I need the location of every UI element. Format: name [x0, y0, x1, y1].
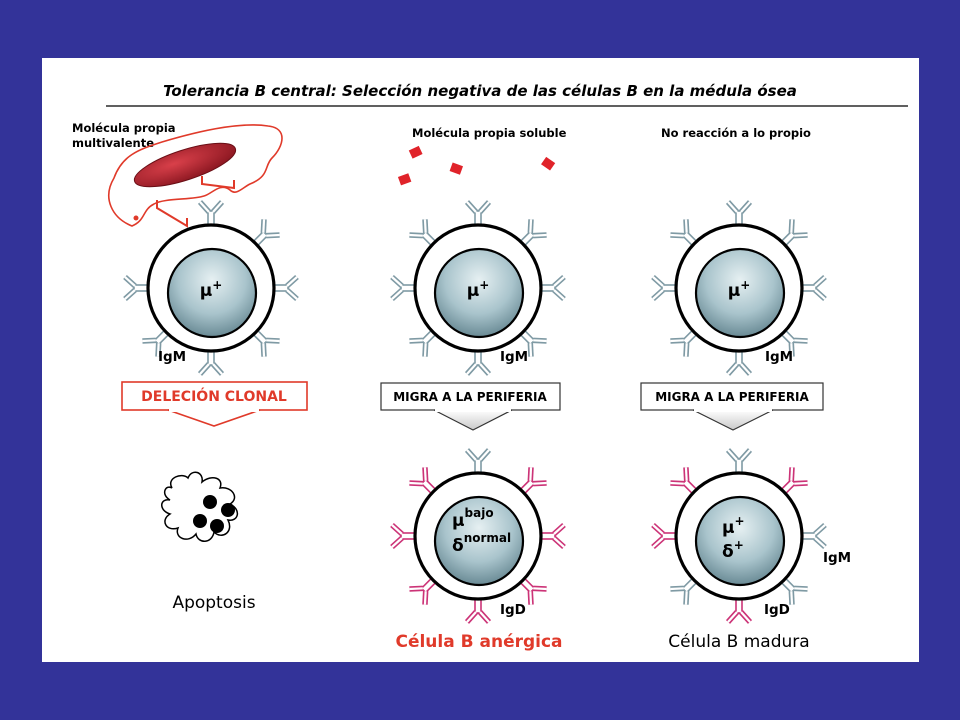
igm-antibody: [670, 327, 700, 357]
panel2-nucleus-label: μ+: [467, 278, 490, 301]
apoptotic-cell: [161, 471, 239, 542]
panel3-result-nucleus-delta: δ+: [722, 538, 744, 562]
igm-antibody: [390, 274, 418, 302]
anergic-b-cell: [390, 448, 566, 624]
soluble-antigens: [397, 145, 556, 186]
igm-antibody: [197, 200, 225, 228]
panel3-igd-label: IgD: [764, 602, 790, 618]
nucleus: [433, 495, 525, 587]
panel3-igm-label: IgM: [765, 349, 793, 365]
nucleus: [694, 495, 786, 587]
diagram-title: Tolerancia B central: Selección negativa…: [163, 82, 797, 100]
panel2-result-nucleus-delta: δnormal: [452, 531, 511, 556]
crosslinked-receptors: [133, 176, 235, 228]
igm-antibody: [271, 274, 299, 302]
soluble-antigen: [541, 156, 556, 171]
igm-antibody: [197, 348, 225, 376]
immature-b-cell-2: [390, 200, 566, 376]
panel1-nucleus-label: μ+: [200, 278, 223, 301]
panel2-igm-label: IgM: [500, 349, 528, 365]
panel2-label: Molécula propia soluble: [412, 126, 567, 140]
panel2-result-nucleus-mu: μbajo: [452, 506, 494, 531]
igm-antibody: [799, 522, 827, 550]
panel1-label-line1: Molécula propia: [72, 121, 176, 135]
diagram: Tolerancia B central: Selección negativa…: [72, 82, 908, 652]
igm-antibody: [651, 274, 679, 302]
igm-antibody: [725, 448, 753, 476]
nucleus: [166, 247, 258, 339]
igm-antibody: [517, 327, 547, 357]
igm-antibody: [142, 327, 172, 357]
apoptosis-caption: Apoptosis: [172, 593, 255, 613]
slide: Tolerancia B central: Selección negativa…: [42, 58, 919, 662]
igm-antibody: [725, 200, 753, 228]
igm-antibody: [799, 274, 827, 302]
deletion-arrow: [121, 381, 308, 427]
igm-antibody: [464, 448, 492, 476]
migrate-label-3: MIGRA A LA PERIFERIA: [655, 390, 809, 404]
panel2-igd-label: IgD: [500, 602, 526, 618]
panel1-label-line2: multivalente: [72, 136, 154, 150]
igm-antibody: [464, 348, 492, 376]
migrate-arrow-3: [640, 382, 824, 431]
immature-b-cell-3: [651, 200, 827, 376]
panel3-igm-result-label: IgM: [823, 550, 851, 566]
igd-antibody: [538, 522, 566, 550]
igm-antibody: [409, 219, 439, 249]
migrate-arrow-2: [380, 382, 561, 431]
multivalent-self-antigen: [133, 142, 237, 188]
panel3-result-nucleus-mu: μ+: [722, 514, 745, 538]
nucleus: [433, 247, 525, 339]
panel3-nucleus-label: μ+: [728, 278, 751, 301]
soluble-antigen: [397, 173, 412, 186]
soluble-antigen: [408, 145, 423, 159]
igd-antibody: [464, 596, 492, 624]
igm-antibody: [250, 327, 280, 357]
igm-antibody: [123, 274, 151, 302]
igm-antibody: [725, 348, 753, 376]
mature-b-cell: [651, 448, 827, 624]
igm-antibody: [464, 200, 492, 228]
immature-b-cell-1: [123, 200, 299, 376]
soluble-antigen: [449, 162, 464, 175]
igm-antibody: [538, 274, 566, 302]
igd-antibody: [390, 522, 418, 550]
multivalent-antigen-outline: [108, 124, 283, 227]
panel1-igm-label: IgM: [158, 349, 186, 365]
nucleus: [694, 247, 786, 339]
deletion-label: DELECIÓN CLONAL: [141, 387, 287, 405]
panel3-label: No reacción a lo propio: [661, 126, 811, 140]
igd-antibody: [651, 522, 679, 550]
igd-antibody: [725, 596, 753, 624]
migrate-label-2: MIGRA A LA PERIFERIA: [393, 390, 547, 404]
mature-caption: Célula B madura: [668, 632, 809, 652]
anergic-caption: Célula B anérgica: [395, 632, 562, 652]
